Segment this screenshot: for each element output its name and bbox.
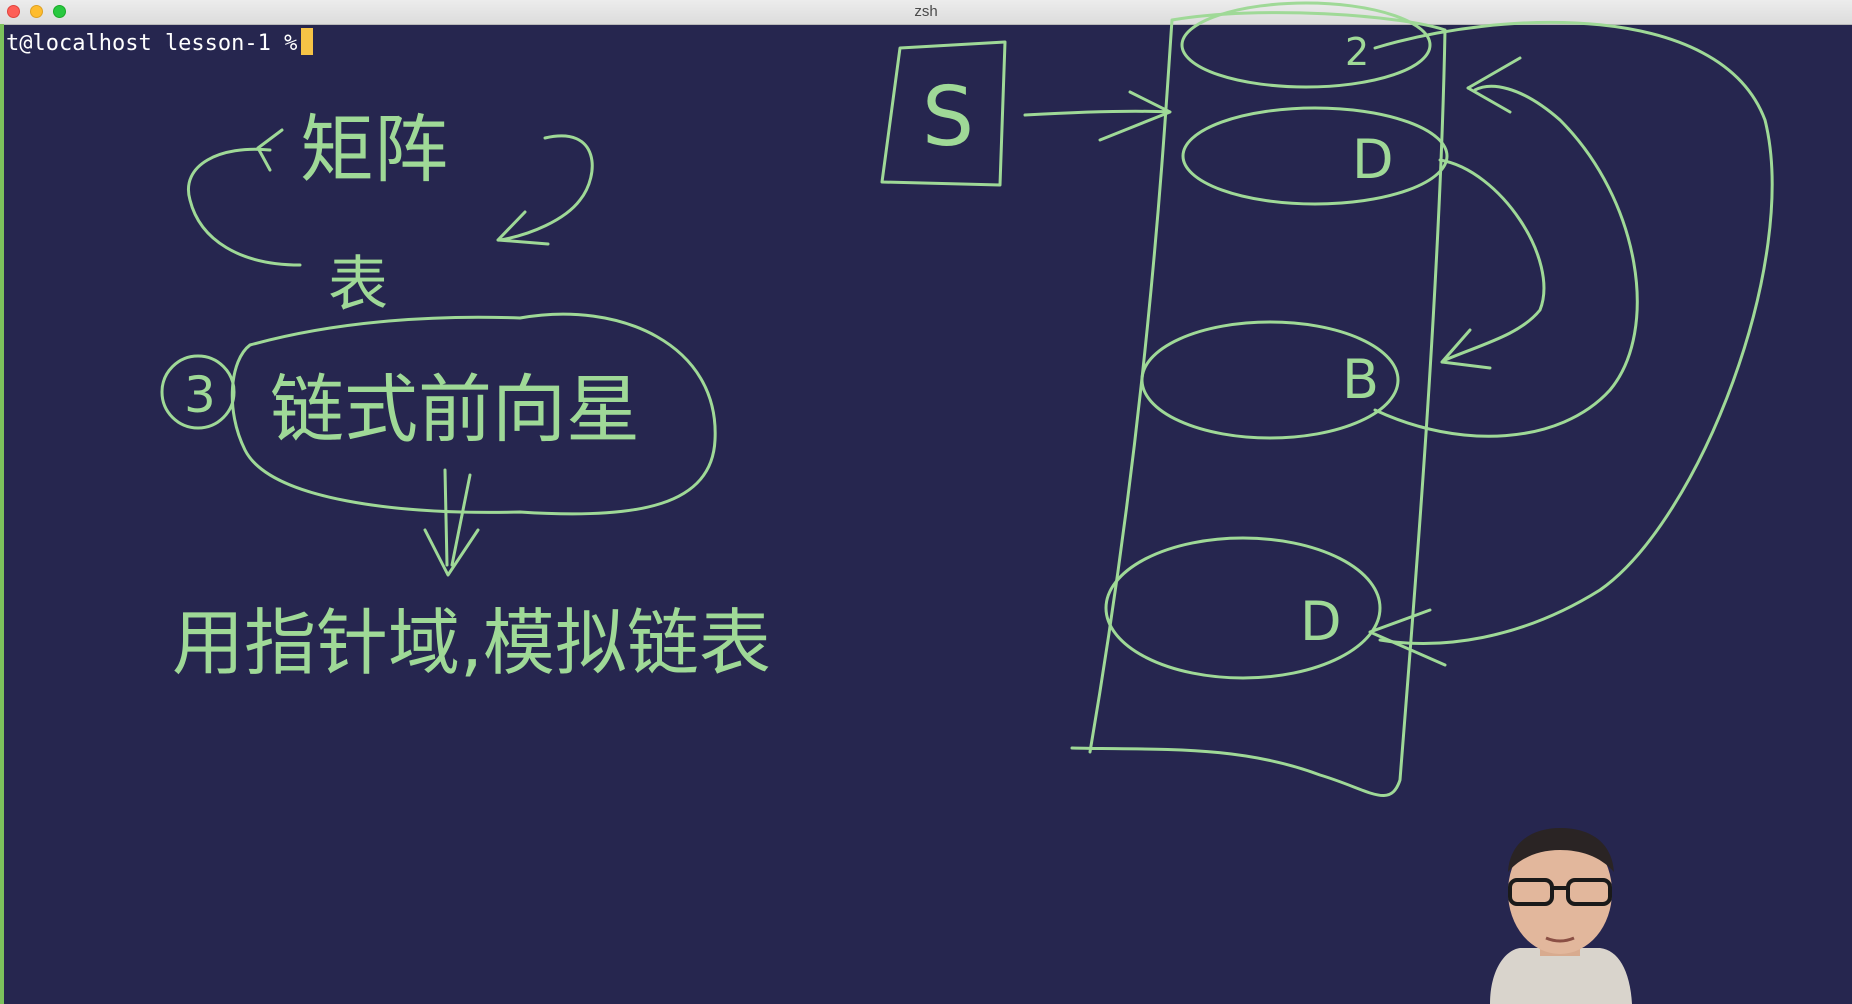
title-bar[interactable]: zsh [0, 0, 1852, 25]
source-box [880, 40, 1007, 187]
node-label-3: D [1300, 590, 1342, 653]
stack-cell-3 [1104, 536, 1382, 680]
glasses-left [1508, 878, 1554, 906]
zoom-button[interactable] [53, 5, 66, 18]
arrow-head-right [496, 210, 550, 246]
presenter-video [1490, 828, 1632, 1004]
presenter-face [1508, 830, 1612, 954]
window-title: zsh [914, 3, 938, 20]
link-cell2-arrowhead [1466, 56, 1522, 114]
presenter-shirt [1490, 948, 1632, 1004]
note-chain-forward-star: 链式前向星 [270, 367, 640, 453]
stack-top-cell [1180, 1, 1432, 89]
curved-arrow-left [187, 147, 302, 267]
arrow-head-left [256, 128, 284, 172]
text-cursor [301, 28, 314, 55]
number-circle [160, 354, 236, 430]
source-arrow [1023, 90, 1172, 142]
stack-cell-1 [1181, 106, 1449, 206]
glasses-right [1566, 878, 1612, 906]
link-cell1-to-cell2 [1438, 158, 1546, 362]
note-number: 3 [184, 366, 216, 424]
node-label-1: D [1352, 128, 1394, 191]
link-top-arrowhead [1368, 608, 1447, 667]
stack-container [1070, 11, 1447, 798]
node-label-2: B [1342, 348, 1379, 411]
note-conclusion: 用指针域,模拟链表 [172, 601, 771, 685]
close-button[interactable] [7, 5, 20, 18]
minimize-button[interactable] [30, 5, 43, 18]
window-edge [0, 24, 4, 1004]
source-label: S [922, 70, 974, 165]
note-table: 表 [328, 250, 388, 320]
note-bubble [230, 312, 717, 516]
link-cell2-to-top [1373, 84, 1639, 438]
link-cell1-arrowhead [1440, 328, 1492, 370]
node-label-top: 2 [1345, 30, 1369, 74]
link-top-outer [1373, 20, 1774, 645]
presenter-hair [1508, 828, 1614, 872]
stack-cell-2 [1140, 320, 1400, 440]
note-matrix: 矩阵 [300, 107, 448, 193]
curved-arrow-right [498, 134, 594, 242]
terminal-content[interactable]: t@localhost lesson-1 % [4, 24, 1852, 1004]
prompt-text: t@localhost lesson-1 % [6, 31, 298, 56]
down-arrow [423, 468, 480, 577]
shell-prompt: t@localhost lesson-1 % [6, 28, 314, 60]
